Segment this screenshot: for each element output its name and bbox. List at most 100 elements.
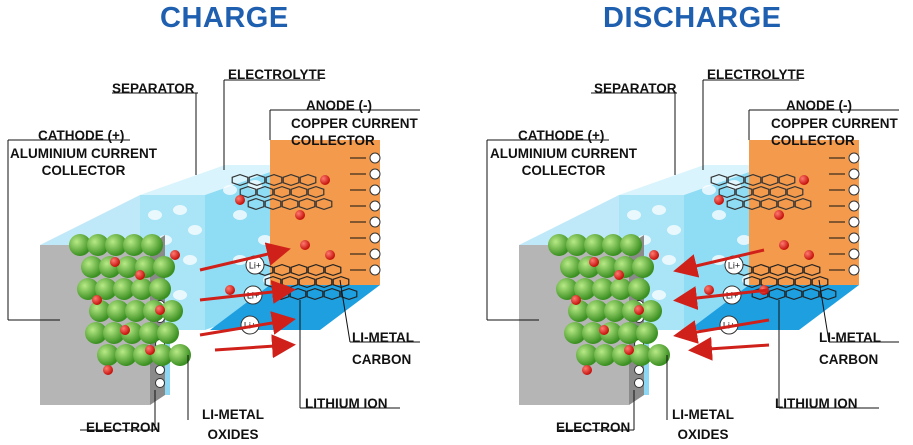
li-metal-oxide-particle [161, 300, 183, 322]
li-metal-oxide-particle [103, 322, 125, 344]
electron-marker [369, 168, 381, 180]
graphite-hexagon [239, 185, 257, 199]
li-metal-oxide-particle [632, 256, 654, 278]
graphite-hexagon [743, 275, 761, 289]
li-metal-oxide-particle [640, 300, 662, 322]
separator-top [140, 165, 290, 195]
lithium-ion [155, 305, 165, 315]
electron-marker [634, 365, 644, 375]
label-li-metal-oxides: LI-METAL OXIDES [672, 407, 734, 442]
graphite-hexagon [298, 197, 316, 211]
electron-marker [848, 168, 860, 180]
charge-panel: CHARGE Li+Li+Li+ SEPARATOR ELECTROLYTE A… [0, 0, 456, 442]
graphite-hexagon [315, 275, 333, 289]
li-metal-oxide-particle [560, 256, 582, 278]
label-separator: SEPARATOR [594, 81, 677, 96]
separator-pore [627, 210, 641, 220]
separator-pore [667, 225, 681, 235]
battery-diagram: Li+Li+Li+ [486, 79, 899, 431]
lithium-ion [774, 210, 784, 220]
electron-marker [848, 152, 860, 164]
electron-marker [369, 200, 381, 212]
li-metal-oxide-particle [564, 322, 586, 344]
electron-marker [848, 216, 860, 228]
electron-marker [848, 248, 860, 260]
lithium-ion [589, 257, 599, 267]
graphite-hexagon [256, 185, 274, 199]
separator-pore [652, 205, 666, 215]
separator-top [619, 165, 769, 195]
graphite-hexagon [315, 197, 333, 211]
li-metal-oxide-particle [157, 322, 179, 344]
lithium-ion [599, 325, 609, 335]
lithium-ion [320, 175, 330, 185]
li-metal-oxide-particle [81, 256, 103, 278]
lithium-ion [92, 295, 102, 305]
li-metal-oxide-particle [556, 278, 578, 300]
graphite-hexagon [307, 185, 325, 199]
li-metal-oxide-particle [594, 344, 616, 366]
label-lithium-ion: LITHIUM ION [305, 396, 388, 411]
graphite-hexagon [323, 287, 341, 301]
graphite-hexagon [819, 287, 837, 301]
graphite-hexagon [281, 197, 299, 211]
graphite-hexagon [282, 173, 300, 187]
label-aluminium-collector: ALUMINIUM CURRENT COLLECTOR [10, 146, 157, 178]
lithium-ion [649, 250, 659, 260]
li-metal-oxide-particle [139, 322, 161, 344]
electron-marker [848, 200, 860, 212]
li-metal-oxide-particle [149, 278, 171, 300]
separator-pore [223, 185, 237, 195]
electron-marker [634, 378, 644, 388]
li-metal-oxide-particle [602, 234, 624, 256]
label-copper-collector: COPPER CURRENT COLLECTOR [291, 116, 418, 148]
li-metal-oxide-particle [141, 234, 163, 256]
lithium-ion-flow-arrow [673, 248, 765, 278]
li-metal-oxide-particle [548, 234, 570, 256]
discharge-panel: DISCHARGE Li+Li+Li+ SEPARATOR ELECTROLYT… [457, 0, 913, 442]
lithium-ion-flow-arrow [214, 334, 296, 359]
separator-pore [173, 290, 187, 300]
graphite-hexagon [273, 263, 291, 277]
graphite-hexagon [761, 173, 779, 187]
anode-copper-collector [749, 140, 859, 285]
graphite-hexagon [803, 263, 821, 277]
lithium-ion [779, 240, 789, 250]
li-metal-oxide-particle [584, 234, 606, 256]
graphite-hexagon [298, 275, 316, 289]
lithium-ion-flow-arrow [673, 318, 770, 344]
label-anode: ANODE (-) [306, 98, 372, 113]
graphite-hexagon [735, 185, 753, 199]
li-metal-oxide-particle [113, 278, 135, 300]
li-metal-oxide-particle [95, 278, 117, 300]
li-metal-oxide-particle [604, 300, 626, 322]
lithium-ion-flow-arrow [199, 242, 291, 272]
lithium-ion [634, 305, 644, 315]
li-metal-oxide-particle [105, 234, 127, 256]
label-li-metal-carbon: LI-METAL CARBON [819, 330, 881, 367]
li-ion-badge-text: Li+ [728, 261, 740, 271]
graphite-hexagon [786, 185, 804, 199]
separator-pore [737, 235, 751, 245]
lithium-ion [120, 325, 130, 335]
lithium-ion [714, 195, 724, 205]
graphite-hexagon [786, 263, 804, 277]
li-metal-oxide-particle [596, 256, 618, 278]
li-metal-oxide-particle [574, 278, 596, 300]
li-metal-oxide-particle [115, 344, 137, 366]
electron-marker [155, 378, 165, 388]
separator-pore [183, 255, 197, 265]
graphite-hexagon [794, 197, 812, 211]
lithium-ion [325, 250, 335, 260]
graphite-hexagon [794, 275, 812, 289]
label-li-metal-oxides: LI-METAL OXIDES [202, 407, 264, 442]
li-metal-oxide-particle [566, 234, 588, 256]
leader-li-metal-carbon [818, 279, 830, 343]
li-metal-oxide-particle [151, 344, 173, 366]
li-metal-oxide-particle [117, 256, 139, 278]
li-metal-oxide-particle [89, 300, 111, 322]
label-electrolyte: ELECTROLYTE [707, 67, 805, 82]
li-metal-oxide-particle [592, 278, 614, 300]
graphite-hexagon [710, 173, 728, 187]
separator-pore [258, 235, 272, 245]
